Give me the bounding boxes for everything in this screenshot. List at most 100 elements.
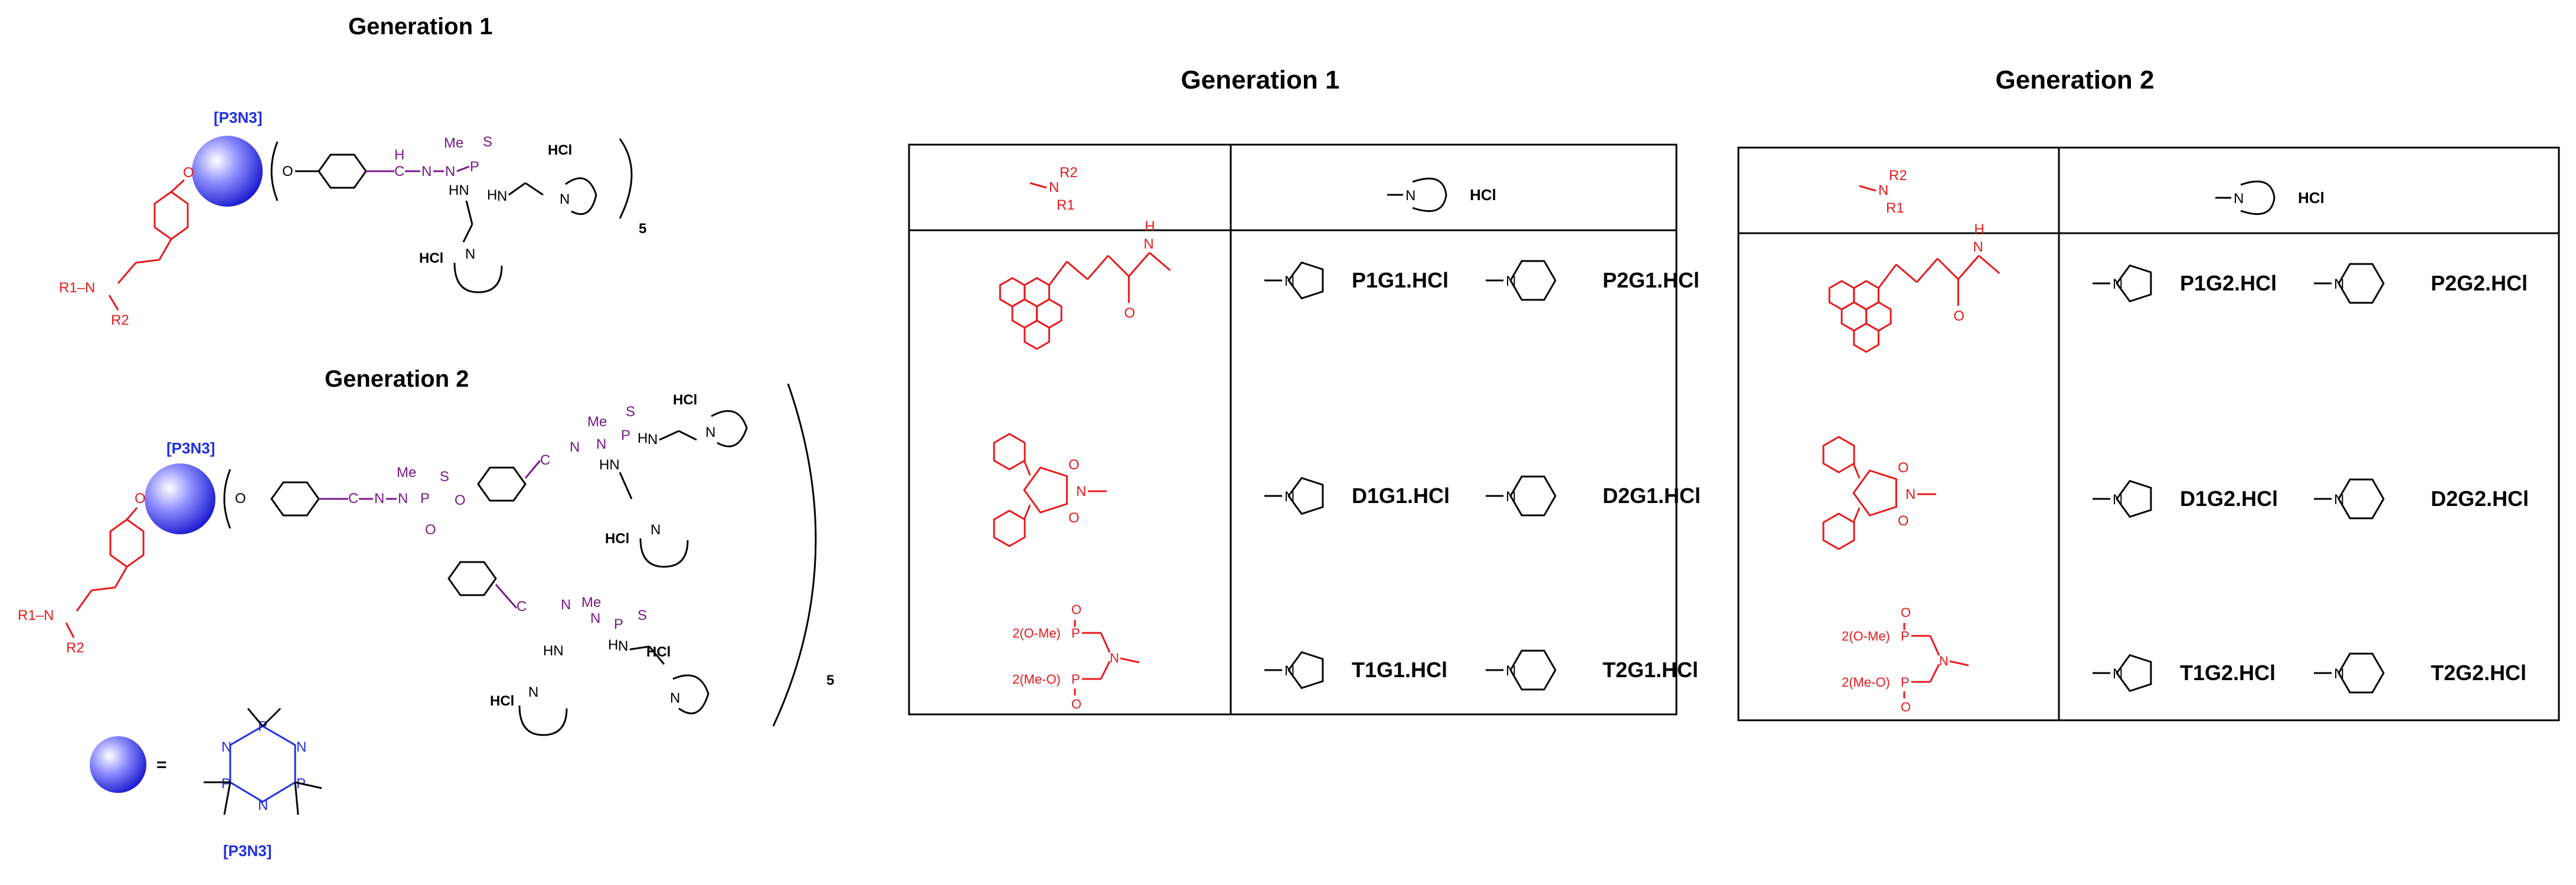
p3n3-legend: = P N N P P N [P3N3] — [90, 707, 322, 860]
r2-header: R2 — [1060, 165, 1078, 181]
phenyl-ring — [1822, 512, 1855, 550]
gen2-red-arm: O R1–N R2 — [18, 491, 146, 656]
pyrrolidine-ring — [2116, 264, 2152, 303]
gen2-structure: Generation 2 [P3N3] O R1–N R2 O C N N Me… — [18, 366, 834, 860]
amine-header-hcl: HCl — [2298, 189, 2325, 207]
svg-text:P: P — [1901, 629, 1910, 644]
svg-text:H: H — [487, 187, 497, 203]
svg-text:N: N — [258, 798, 268, 814]
svg-text:N: N — [1143, 236, 1153, 252]
svg-text:N: N — [1973, 239, 1983, 255]
svg-text:HCl: HCl — [605, 531, 629, 547]
svg-text:H: H — [1974, 221, 1984, 237]
svg-text:N: N — [1110, 651, 1119, 665]
table-title: Generation 1 — [1181, 66, 1340, 94]
svg-text:N: N — [570, 439, 580, 455]
svg-text:5: 5 — [639, 221, 646, 237]
svg-text:O: O — [1898, 460, 1909, 476]
svg-text:H: H — [608, 637, 618, 653]
compound-label: T1G1.HCl — [1352, 658, 1447, 682]
gen1-branch: O C H N N Me P S HN H N HCl N HCl N — [270, 134, 646, 293]
legend-sphere — [90, 736, 146, 793]
svg-text:C: C — [348, 491, 358, 507]
svg-text:O: O — [1071, 697, 1081, 711]
compound-label: D2G2.HCl — [2431, 486, 2529, 511]
piperidine-ring — [2338, 263, 2385, 304]
svg-text:HN: HN — [543, 643, 564, 659]
svg-text:N: N — [618, 638, 628, 654]
svg-text:O: O — [455, 492, 466, 508]
pyrrolidine-ring — [1287, 651, 1324, 690]
svg-text:N: N — [1939, 654, 1949, 668]
svg-text:N: N — [1878, 182, 1888, 198]
svg-text:N: N — [296, 739, 306, 755]
compound-label: T2G1.HCl — [1603, 658, 1698, 682]
svg-text:O: O — [425, 522, 436, 538]
svg-text:P: P — [1071, 672, 1080, 687]
svg-text:O: O — [282, 164, 293, 179]
svg-text:P: P — [1071, 626, 1080, 641]
svg-text:O: O — [235, 491, 246, 507]
gen2-title: Generation 2 — [325, 366, 469, 392]
svg-text:N: N — [705, 424, 715, 440]
svg-text:HCl: HCl — [646, 644, 671, 660]
amine-ring — [2240, 180, 2276, 215]
svg-text:HCl: HCl — [548, 142, 572, 158]
svg-text:P: P — [621, 427, 630, 443]
svg-text:Me: Me — [397, 465, 416, 481]
svg-text:N: N — [2234, 191, 2244, 207]
svg-text:HCl: HCl — [490, 693, 514, 709]
svg-text:H: H — [1145, 218, 1155, 234]
compound-label: D1G1.HCl — [1352, 484, 1450, 508]
r1-header: R1 — [1886, 200, 1904, 216]
svg-text:HCl: HCl — [419, 250, 443, 266]
svg-text:P: P — [470, 159, 479, 175]
pyrene-ring — [1853, 322, 1879, 353]
maleimide-ring — [1852, 469, 1897, 517]
maleimide-ring — [1023, 466, 1068, 514]
svg-text:HN: HN — [599, 457, 620, 473]
phenyl-ring — [993, 510, 1026, 547]
svg-text:C: C — [540, 452, 550, 468]
svg-text:=: = — [156, 755, 167, 775]
pyrrolidine-ring — [1287, 261, 1324, 300]
svg-text:O: O — [1068, 510, 1080, 526]
piperidine-ring — [2338, 652, 2385, 694]
compound-label: P2G2.HCl — [2431, 271, 2528, 295]
core-label: [P3N3] — [214, 109, 262, 126]
svg-text:2(O-Me): 2(O-Me) — [1842, 629, 1890, 644]
svg-text:R2: R2 — [111, 312, 129, 328]
svg-text:N: N — [1076, 484, 1086, 499]
compound-label: P1G2.HCl — [2180, 271, 2277, 295]
svg-text:S: S — [440, 469, 449, 485]
svg-text:O: O — [1068, 457, 1080, 473]
piperidine-ring — [2338, 478, 2385, 520]
svg-text:Me: Me — [444, 135, 463, 151]
svg-text:S: S — [626, 404, 635, 420]
svg-text:O: O — [183, 165, 194, 181]
svg-text:P: P — [420, 491, 430, 507]
svg-text:2(O-Me): 2(O-Me) — [1012, 626, 1061, 641]
svg-text:O: O — [1901, 700, 1911, 714]
piperidine-ring — [1509, 649, 1557, 691]
svg-text:N: N — [398, 491, 408, 507]
p3n3-core-sphere — [192, 136, 263, 207]
gen1-structure: Generation 1 [P3N3] O R1–N R2 O C H N — [59, 14, 646, 328]
table-border — [908, 143, 1678, 716]
svg-text:HCl: HCl — [673, 392, 697, 408]
svg-text:C: C — [394, 164, 404, 179]
svg-text:O: O — [1898, 513, 1909, 529]
svg-text:2(Me-O): 2(Me-O) — [1012, 672, 1061, 687]
p3n3-core-sphere-gen2 — [145, 463, 215, 534]
svg-text:N: N — [374, 491, 384, 507]
svg-text:Me: Me — [581, 595, 601, 610]
svg-text:N: N — [465, 246, 475, 262]
pyrrolidine-ring — [1287, 476, 1324, 515]
